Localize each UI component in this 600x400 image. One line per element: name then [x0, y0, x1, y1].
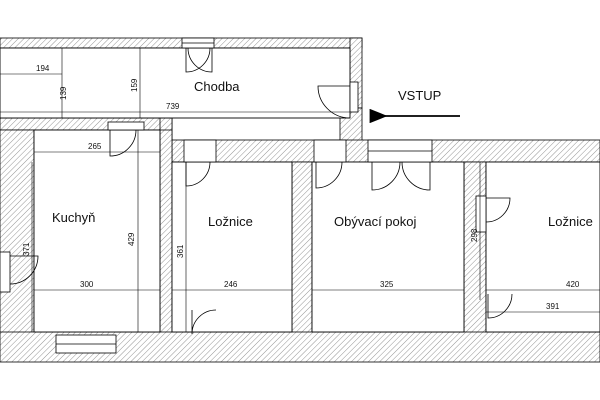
dim-391: 391: [546, 302, 560, 311]
dim-300: 300: [80, 280, 94, 289]
dim-139: 139: [59, 86, 68, 100]
door-obyvaci-top: [315, 161, 343, 189]
door-obyvaci-double-right: [401, 161, 431, 191]
door-loznice1-top: [185, 161, 211, 187]
room-label-loznice-1: Ložnice: [208, 214, 253, 229]
room-loznice2-floor: [485, 161, 600, 333]
door-kuchyn: [109, 129, 137, 157]
dimension-lines: [0, 48, 600, 332]
door-chodba-entrance: [317, 85, 351, 119]
room-loznice1-floor: [171, 161, 293, 333]
walls: [0, 37, 600, 363]
room-kuchyn-floor: [33, 129, 161, 333]
room-label-chodba: Chodba: [194, 79, 240, 94]
openings: [0, 37, 487, 354]
room-label-obyvaci-pokoj: Obývací pokoj: [334, 214, 416, 229]
door-obyvaci-double-left: [371, 161, 401, 191]
room-obyvaci-floor: [311, 161, 465, 333]
dim-159: 159: [130, 78, 139, 92]
door-loznice1-bottom: [191, 309, 217, 335]
room-chodba-floor: [0, 47, 351, 119]
door-loznice2: [485, 197, 511, 223]
dim-194: 194: [36, 64, 50, 73]
door-kuchyn-window-left: [9, 255, 39, 285]
dim-371: 371: [22, 242, 31, 256]
door-swings: [9, 47, 513, 335]
door-chodba-top-left: [185, 47, 211, 73]
dim-298: 298: [470, 228, 479, 242]
dim-246: 246: [224, 280, 238, 289]
dim-361: 361: [176, 244, 185, 258]
room-label-kuchyn: Kuchyň: [52, 210, 95, 225]
dim-325: 325: [380, 280, 394, 289]
door-chodba-top-right: [187, 47, 213, 73]
dim-420: 420: [566, 280, 580, 289]
room-label-loznice-2: Ložnice: [548, 214, 593, 229]
dim-265: 265: [88, 142, 102, 151]
room-interiors: [0, 47, 600, 333]
entrance-label: VSTUP: [398, 88, 441, 103]
dim-739: 739: [166, 102, 180, 111]
dim-429: 429: [127, 232, 136, 246]
